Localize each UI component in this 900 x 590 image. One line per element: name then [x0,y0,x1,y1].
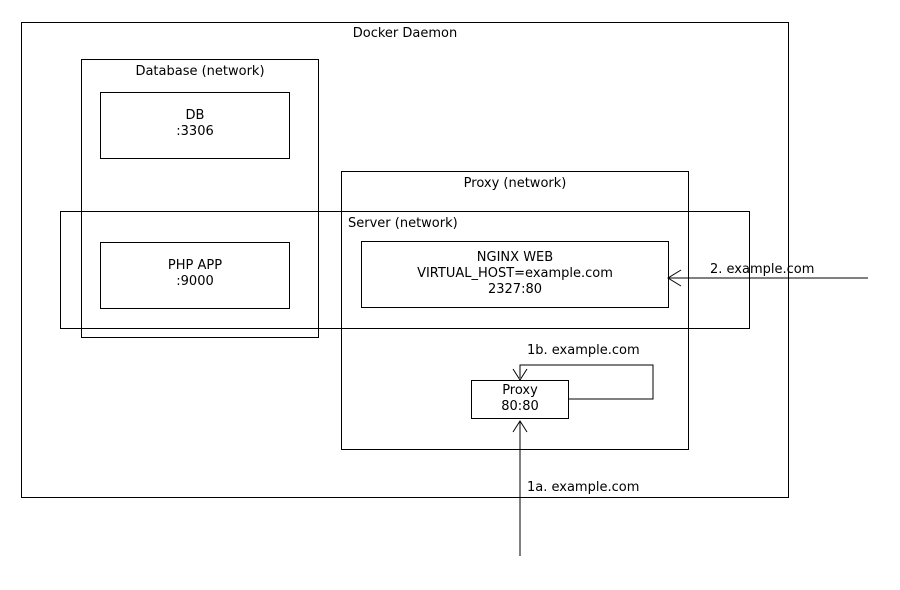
flow-1b-label: 1b. example.com [527,343,640,358]
node-proxy-container-line2: 80:80 [501,399,539,414]
network-proxy [341,171,689,450]
network-database-title: Database (network) [135,64,265,79]
flow-1b-arrow [512,364,654,400]
docker-daemon-boundary [21,22,789,498]
network-proxy-title: Proxy (network) [463,176,567,191]
flow-1a-arrow [512,420,528,556]
node-nginx-web [361,241,669,308]
node-proxy-container-line1: Proxy [502,383,538,398]
docker-daemon-title: Docker Daemon [352,26,458,41]
network-database [81,59,319,338]
node-nginx-web-line2: VIRTUAL_HOST=example.com [417,266,613,281]
flow-1a-label: 1a. example.com [527,480,640,495]
node-nginx-web-line3: 2327:80 [487,282,542,297]
node-db-line2: :3306 [176,124,214,139]
flow-2-label: 2. example.com [710,262,815,277]
node-php-app [100,242,290,309]
node-php-app-line1: PHP APP [167,258,223,273]
node-db [100,92,290,159]
network-server [60,211,750,329]
flow-2-arrow [667,269,868,287]
node-php-app-line2: :9000 [176,274,214,289]
node-nginx-web-line1: NGINX WEB [476,250,554,265]
node-db-line1: DB [185,108,205,123]
network-server-title: Server (network) [348,216,458,231]
